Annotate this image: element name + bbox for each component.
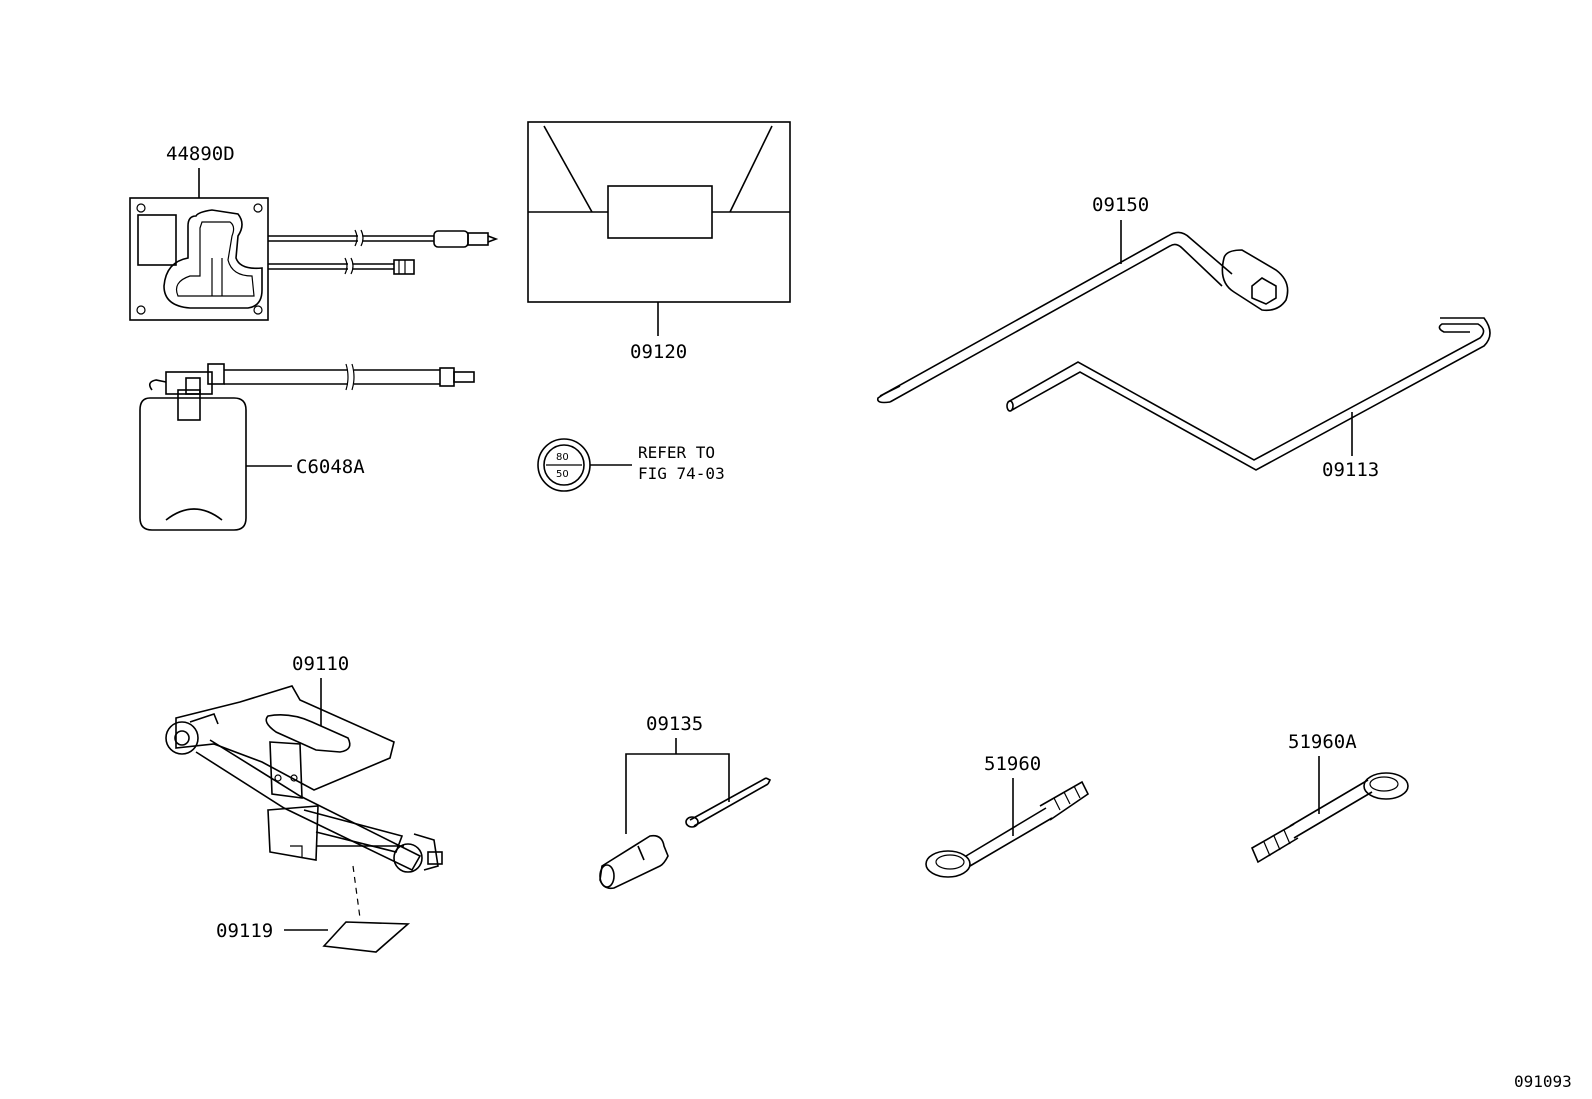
part-number-51960: 51960 — [984, 753, 1041, 775]
part-number-44890d: 44890D — [166, 143, 235, 165]
scissor-jack-illustration — [165, 678, 443, 919]
reference-badge — [537, 438, 632, 492]
jack-label-illustration — [284, 921, 411, 953]
reference-line-2: FIG 74-03 — [638, 464, 725, 483]
carrier-tool-a-illustration — [1250, 756, 1409, 864]
manual-envelope-illustration — [527, 121, 791, 336]
carrier-tool-illustration — [925, 778, 1090, 878]
part-number-09119: 09119 — [216, 920, 273, 942]
reference-line-1: REFER TO — [638, 443, 715, 462]
part-number-09150: 09150 — [1092, 194, 1149, 216]
sealant-bottle-illustration — [139, 363, 475, 531]
part-number-09110: 09110 — [292, 653, 349, 675]
part-number-51960a: 51960A — [1288, 731, 1357, 753]
lug-wrench-illustration — [876, 220, 1289, 404]
part-number-09120: 09120 — [630, 341, 687, 363]
figure-id: 091093 — [1514, 1072, 1572, 1091]
tool-set-illustration — [599, 738, 772, 890]
badge-bottom-number: 50 — [556, 469, 569, 480]
part-number-09113: 09113 — [1322, 459, 1379, 481]
part-number-09135: 09135 — [646, 713, 703, 735]
badge-top-number: 80 — [556, 452, 569, 463]
jack-handle-illustration — [1006, 317, 1491, 471]
part-number-c6048a: C6048A — [296, 456, 365, 478]
compressor-panel-illustration — [129, 168, 499, 321]
